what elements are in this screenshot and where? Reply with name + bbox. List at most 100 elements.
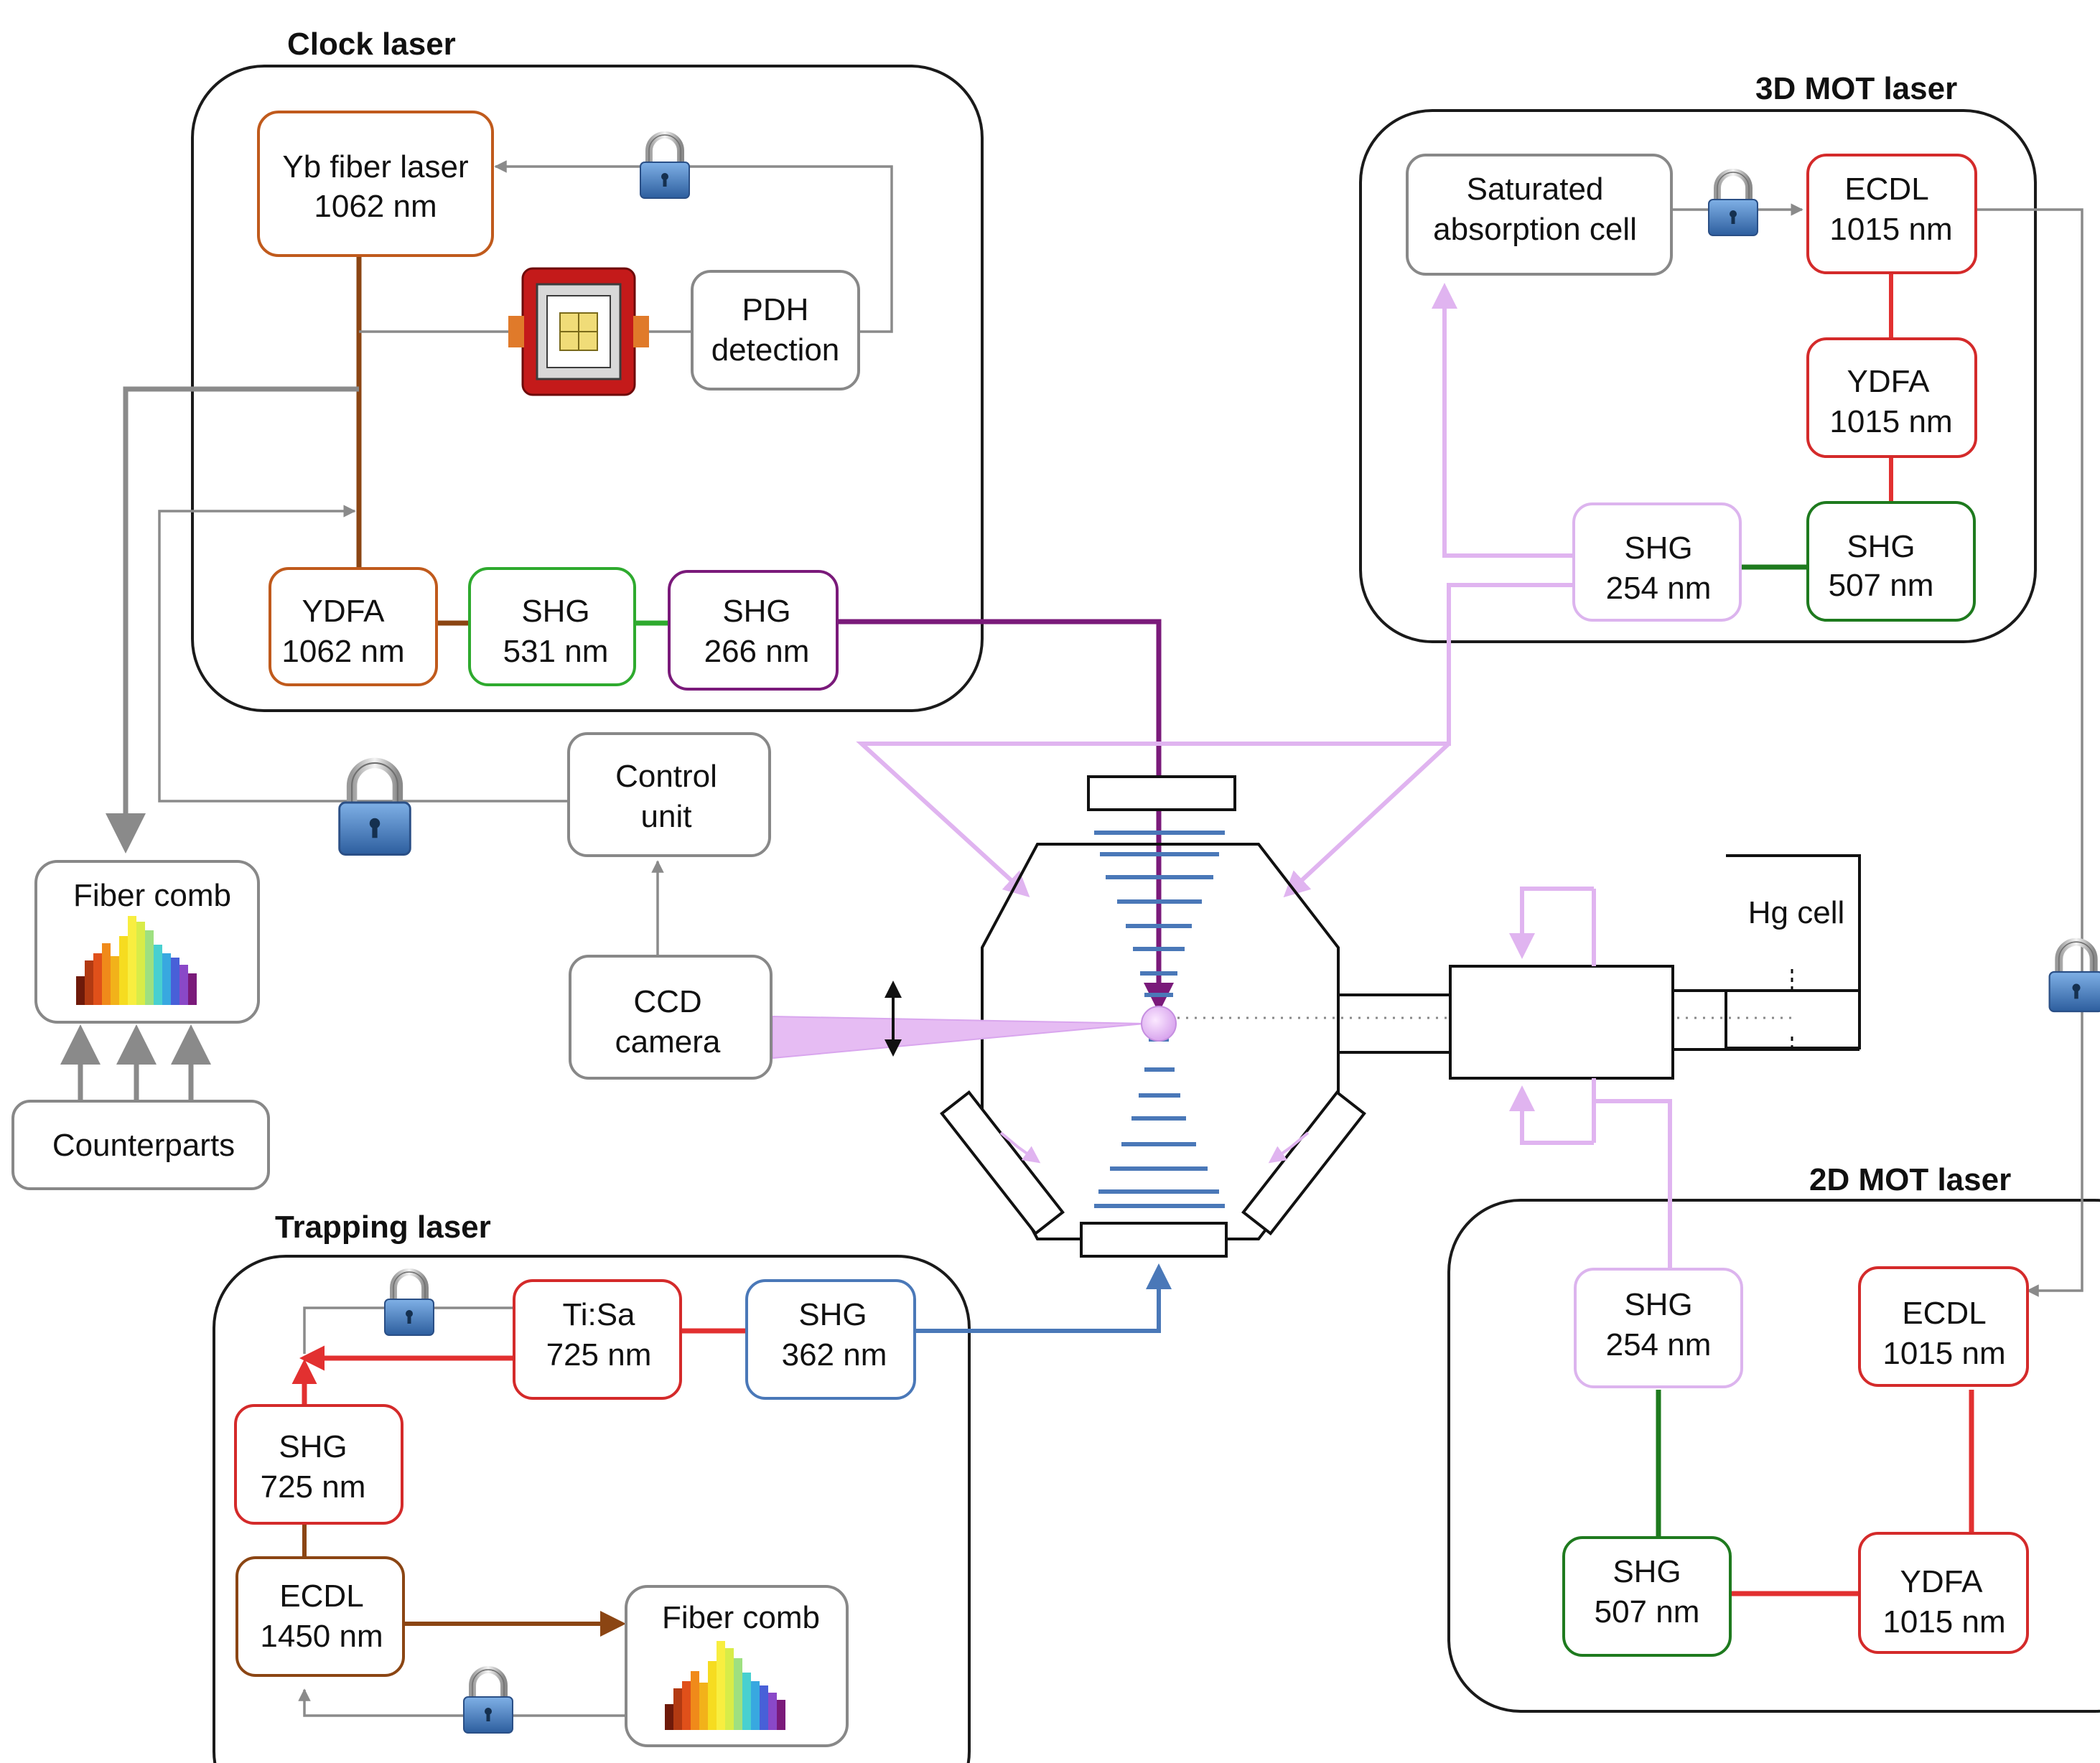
tisa-lock-line — [303, 1306, 514, 1354]
control-feedback — [158, 505, 569, 803]
vacuum-chamber — [772, 775, 1861, 1258]
shg-507-2d-label: SHG — [1613, 1554, 1681, 1589]
shg-266-box: SHG 266 nm — [668, 570, 839, 691]
shg-254-2d-wavelength: 254 nm — [1606, 1327, 1712, 1362]
shg-507-2d-box: SHG 507 nm — [1562, 1536, 1732, 1657]
mot2d-laser-group: 2D MOT laser — [1447, 1162, 2100, 1713]
fiber-comb-bottom-label: Fiber comb — [662, 1600, 820, 1635]
yb-fiber-laser-wavelength: 1062 nm — [314, 189, 437, 224]
shg-362-box: SHG 362 nm — [745, 1279, 916, 1400]
hg-cell-box: Hg cell — [1725, 854, 1861, 1049]
optical-cavity-icon — [508, 267, 649, 396]
uv-to-mot-right — [1283, 742, 1451, 898]
atom-icon — [1141, 1006, 1177, 1042]
shg-266-wavelength: 266 nm — [704, 634, 810, 669]
imaging-cone — [772, 1015, 1145, 1060]
shg-254-3d-wavelength: 254 nm — [1606, 571, 1712, 606]
mot3d-laser-title: 3D MOT laser — [1755, 71, 1957, 106]
ecdl-2d-label: ECDL — [1902, 1296, 1986, 1331]
lock-icon — [640, 135, 689, 198]
hg-cell-label: Hg cell — [1748, 895, 1845, 930]
top-mirror — [1087, 775, 1236, 811]
yb-fiber-laser-label: Yb fiber laser — [282, 149, 468, 184]
beam-clock-uv — [837, 619, 1174, 1013]
mot3d-laser-group: 3D MOT laser — [1359, 71, 2037, 643]
fiber-comb-top-box: Fiber comb — [34, 860, 260, 1024]
ecdl-3d-wavelength: 1015 nm — [1829, 212, 1952, 247]
uv-to-mot — [856, 583, 1574, 898]
shg-725-label: SHG — [279, 1429, 347, 1464]
shg-507-3d-label: SHG — [1847, 529, 1915, 564]
shg-266-label: SHG — [722, 594, 790, 629]
pdh-detection-box: PDH detection — [691, 270, 860, 391]
ecdl-2d-wavelength: 1015 nm — [1882, 1336, 2005, 1371]
ydfa-3d-wavelength: 1015 nm — [1829, 404, 1952, 439]
right-viewport — [1241, 1090, 1366, 1236]
mot2d-laser-title: 2D MOT laser — [1809, 1162, 2011, 1197]
ecdl-3d-label: ECDL — [1844, 172, 1928, 207]
ydfa-1062-box: YDFA 1062 nm — [269, 567, 438, 686]
ccd-camera-label-2: camera — [615, 1024, 721, 1060]
ccd-camera-label: CCD — [633, 984, 701, 1019]
ccd-camera-box: CCD camera — [569, 955, 773, 1080]
clock-laser-title: Clock laser — [287, 27, 456, 62]
ecdl-1450-box: ECDL 1450 nm — [235, 1556, 405, 1677]
sat-abs-label: Saturated — [1467, 172, 1604, 207]
shg-507-3d-box: SHG 507 nm — [1806, 501, 1976, 622]
sat-abs-cell-box: Saturated absorption cell — [1406, 154, 1673, 276]
ydfa-2d-wavelength: 1015 nm — [1882, 1604, 2005, 1640]
comb-spectrum-icon — [665, 1641, 785, 1730]
ydfa-1062-label: YDFA — [302, 594, 386, 629]
2dmot-beam-bottom — [1509, 1085, 1594, 1145]
comb-spectrum-icon — [76, 916, 197, 1005]
counterparts-label: Counterparts — [52, 1128, 235, 1163]
shg-531-label: SHG — [521, 594, 589, 629]
shg-254-2d-box: SHG 254 nm — [1574, 1268, 1743, 1388]
yb-fiber-laser-box: Yb fiber laser 1062 nm — [257, 111, 494, 257]
fiber-comb-bottom-box: Fiber comb — [625, 1585, 849, 1747]
shg-725-box: SHG 725 nm — [234, 1404, 403, 1525]
lock-icon — [340, 763, 411, 855]
trapping-laser-title: Trapping laser — [275, 1210, 491, 1245]
ydfa-2d-label: YDFA — [1900, 1564, 1984, 1599]
trapping-laser-group: Trapping laser — [213, 1210, 971, 1763]
ecdl-1015-3d-box: ECDL 1015 nm — [1806, 154, 1977, 274]
2d-mot-chamber — [1449, 965, 1674, 1080]
control-unit-label-2: unit — [641, 799, 692, 834]
shg-362-wavelength: 362 nm — [782, 1337, 887, 1372]
ti-sa-wavelength: 725 nm — [546, 1337, 652, 1372]
lock-icon — [464, 1670, 513, 1733]
beam-trap-uv — [915, 1263, 1172, 1333]
shg-362-label: SHG — [798, 1297, 867, 1332]
left-viewport — [940, 1090, 1065, 1236]
fiber-comb-top-label: Fiber comb — [73, 878, 231, 913]
optical-lattice — [1094, 831, 1225, 1208]
ecdl-1015-2d-box: ECDL 1015 nm — [1858, 1266, 2029, 1387]
lock-icon — [385, 1272, 434, 1335]
shg-531-wavelength: 531 nm — [503, 634, 609, 669]
uv-to-sat-cell — [1432, 283, 1574, 558]
lock-icon — [2050, 942, 2100, 1011]
lock-icon — [1709, 172, 1758, 235]
ti-sa-box: Ti:Sa 725 nm — [513, 1279, 682, 1400]
counterparts-box: Counterparts — [11, 1100, 270, 1190]
ydfa-1015-3d-box: YDFA 1015 nm — [1806, 337, 1977, 458]
ydfa-1015-2d-box: YDFA 1015 nm — [1858, 1532, 2029, 1654]
2dmot-beam-top — [1509, 887, 1594, 959]
ecdl3d-to-ecdl2d — [1976, 208, 2083, 1297]
shg-507-2d-wavelength: 507 nm — [1595, 1594, 1700, 1629]
pdh-label-2: detection — [711, 332, 840, 368]
shg-531-box: SHG 531 nm — [468, 567, 636, 686]
control-unit-box: Control unit — [567, 732, 771, 857]
shg-507-3d-wavelength: 507 nm — [1829, 568, 1934, 603]
ti-sa-label: Ti:Sa — [562, 1297, 635, 1332]
shg-725-wavelength: 725 nm — [261, 1469, 366, 1505]
comb-lock-line — [298, 1688, 626, 1717]
sat-abs-label-2: absorption cell — [1433, 212, 1637, 247]
ecdl-1450-label: ECDL — [279, 1579, 363, 1614]
pdh-feedback — [494, 160, 893, 333]
bottom-mirror — [1080, 1222, 1228, 1258]
control-unit-label: Control — [615, 759, 717, 794]
shg-254-3d-box: SHG 254 nm — [1572, 502, 1742, 622]
